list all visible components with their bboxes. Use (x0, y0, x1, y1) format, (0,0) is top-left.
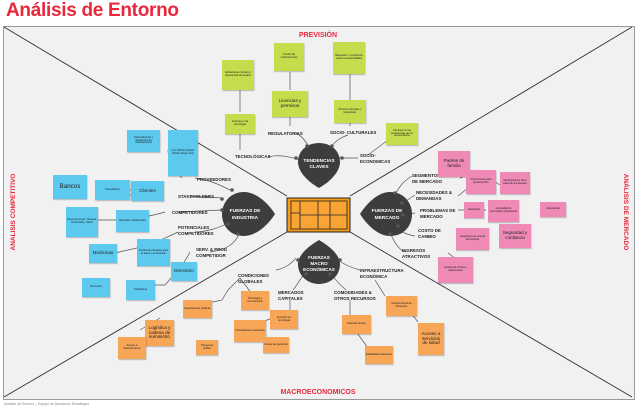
sticky-note[interactable]: Licencias y permisos (272, 91, 308, 117)
label-proveedores: PROVEEDORES (197, 177, 231, 182)
label-segmentos-1: SEGMENTOS (412, 173, 440, 178)
section-label-right: ANÁLISIS DE MERCADO (622, 174, 631, 251)
label-condiciones-1: CONDICIONES (238, 273, 269, 278)
sticky-note[interactable]: Necesidad de información profesional (488, 200, 519, 222)
label-necesidades-1: NECESIDADES & (416, 190, 453, 195)
sticky-note[interactable]: Personal mayor, Jóvenes, Deportistas, Sa… (66, 207, 98, 237)
hub-macro: FUERZAS MACRO ECONÓMICAS (298, 240, 340, 284)
sticky-note[interactable]: Acceso a servicios de salud (418, 323, 444, 355)
sticky-note[interactable]: Inst. Público (Salud, Policía, Bogot, Et… (168, 130, 198, 176)
hub-industria: FUERZAS DE INDUSTRIA (222, 192, 275, 236)
center-block (286, 197, 351, 233)
sticky-note[interactable]: Alternativas (540, 202, 566, 217)
diagonal-lines (3, 26, 633, 398)
sticky-note[interactable]: Avances en la tecnología (225, 114, 255, 134)
label-condiciones-2: GLOBALES (238, 279, 262, 284)
hub-tendencias-line1: TENDENCIAS (303, 158, 335, 164)
sticky-note[interactable]: Suministro (82, 278, 110, 297)
label-competidores: COMPETIDORES (172, 210, 208, 215)
sticky-note[interactable]: Costos de operación (263, 337, 289, 353)
sticky-note[interactable]: Fluctuaciones cambiarias (234, 320, 266, 342)
label-infraestructura-1: INFRAESTRUCTURA (360, 268, 404, 273)
sticky-note[interactable]: Control de medicamentos (274, 43, 304, 71)
hub-mercado-line2: MERCADO (375, 215, 400, 221)
label-comodidades-1: COMODIDADES & (334, 290, 373, 295)
sticky-note[interactable]: Monitorización de la salud de los abuelo… (500, 172, 530, 194)
sticky-note[interactable]: Educación y conciencia sobre la sostenib… (333, 42, 365, 74)
sticky-note[interactable]: Seguridad y confianza (499, 224, 531, 248)
sticky-note[interactable]: Medicinas (89, 244, 117, 263)
sticky-note[interactable]: Mercados tradicionales (116, 210, 149, 232)
hub-industria-line2: INDUSTRIA (232, 215, 259, 221)
sticky-note[interactable]: Productos naturales para la salud y el b… (137, 239, 170, 266)
sticky-note[interactable]: Materias primas (342, 315, 371, 334)
sticky-note[interactable]: Transporte público (196, 340, 218, 355)
sticky-note[interactable]: Farmacéuticas y fabricantes de medicamen… (127, 130, 160, 152)
sticky-note[interactable]: Normas culturales y lingüísticas (334, 100, 366, 123)
sticky-note[interactable]: Clientes (131, 181, 164, 201)
hub-tendencias: TENDENCIAS CLAVES (298, 143, 340, 188)
sticky-note[interactable]: Integración de nuevas tecnologías (456, 228, 489, 250)
label-serv-1: SERV. & PROD (196, 247, 227, 252)
label-mercados-1: MERCADOS (278, 290, 304, 295)
hub-industria-line1: FUERZAS DE (230, 208, 261, 214)
label-potenciales-1: POTENCIALES (178, 225, 209, 230)
hub-mercado-line1: FUERZAS DE (372, 208, 403, 214)
hub-macro-line2: MACRO (310, 261, 328, 266)
label-socioculturales: SOCIO- CULTURALES (330, 130, 376, 135)
label-infraestructura-2: ECONÓMICA (360, 274, 388, 279)
label-segmentos-2: DE MERCADO (412, 179, 443, 184)
label-costo-2: CAMBIO (418, 234, 436, 239)
hub-tendencias-line2: CLAVES (309, 164, 329, 170)
label-stakeholders: STAKEHOLDERS (178, 194, 214, 199)
label-problemas-1: PROBLEMAS DE (420, 208, 455, 213)
sticky-note[interactable]: Regulaciones políticas (183, 300, 212, 318)
sticky-note[interactable]: Acceso a financiamiento (118, 337, 146, 359)
hub-macro-line1: FUERZAS (308, 255, 330, 260)
sticky-note[interactable]: Estabilidad económica (365, 346, 393, 364)
page-title: Análisis de Entorno (6, 0, 179, 21)
sticky-note[interactable]: Saturación (464, 202, 484, 218)
footer-caption: Análisis de Entorno – Equipo de Desarrol… (4, 402, 90, 406)
label-socioeconomicas-2: ECONOMICAS (360, 159, 390, 164)
sticky-note[interactable]: Inversión en tecnología (270, 310, 298, 329)
sticky-note[interactable]: Asistencia remota y teleconsulta (438, 257, 473, 283)
label-potenciales-2: COMPETIDORES (178, 231, 214, 236)
sticky-note[interactable]: Cambios en las preferencias de los consu… (386, 123, 418, 145)
label-comodidades-2: OTROS RECURSOS (334, 296, 376, 301)
section-label-top: PREVISIÓN (299, 30, 337, 39)
label-mercados-2: CAPITALES (278, 296, 303, 301)
label-ingresos-1: INGRESOS (402, 248, 425, 253)
sticky-note[interactable]: Proveedores (95, 180, 130, 200)
sticky-note[interactable]: Padres de familia (438, 151, 470, 177)
label-regulatorias: REGULATORIAS (268, 131, 303, 136)
branch-dots (220, 144, 405, 276)
label-costo-1: COSTO DE (418, 228, 441, 233)
label-necesidades-2: DEMANDAS (416, 196, 441, 201)
label-ingresos-2: ATRACTIVOS (402, 254, 430, 259)
sticky-note[interactable]: Infraestructura de transporte (386, 296, 417, 316)
sticky-note[interactable]: Bancos (53, 175, 87, 199)
sticky-note[interactable]: Promociones para personas 50+ (466, 170, 496, 194)
section-label-left: ANALISIS COMPETITIVO (10, 174, 17, 251)
sticky-note[interactable]: Tecnología y comunicación (241, 291, 269, 310)
section-label-bottom: MACROECONOMICOS (280, 389, 355, 396)
sticky-note[interactable]: Logística y cadena de suministro (145, 320, 174, 346)
hub-macro-line3: ECONÓMICAS (303, 265, 335, 272)
label-tecnologicas: TECNOLÓGICAS (235, 154, 270, 159)
sticky-note[interactable]: Indicadores (126, 280, 155, 300)
label-serv-2: COMPETIDOR (196, 253, 227, 258)
sticky-note[interactable]: Directorio (171, 262, 197, 281)
label-socioeconomicas-1: SOCIO- (360, 153, 376, 158)
sticky-note[interactable]: Aplicaciones móviles y experiencia de us… (222, 60, 254, 90)
label-problemas-2: MERCADO (420, 214, 443, 219)
